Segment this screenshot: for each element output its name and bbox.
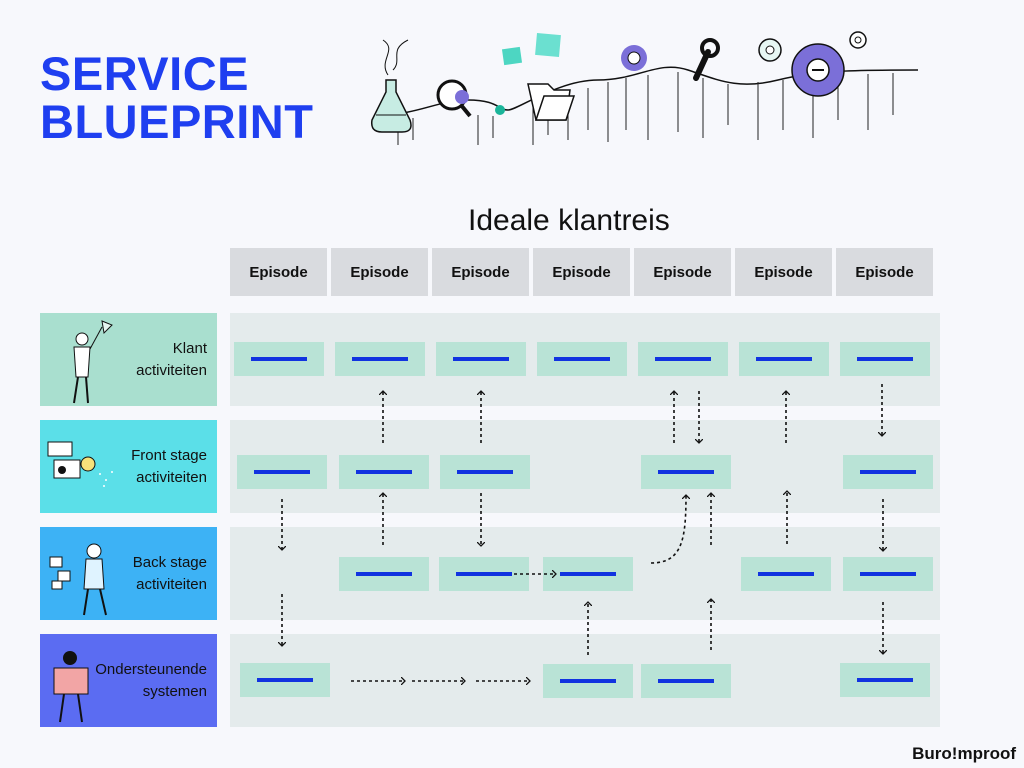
brand-logo: Buro!mproof	[912, 744, 1016, 763]
episode-header: Episode	[533, 248, 630, 296]
card-bar	[658, 679, 714, 683]
card-bar	[254, 470, 310, 474]
activity-card[interactable]	[739, 342, 829, 376]
activity-card[interactable]	[335, 342, 425, 376]
flask-icon	[370, 39, 412, 133]
card-bar	[257, 678, 313, 682]
folder-icon	[527, 83, 576, 121]
episode-header: Episode	[634, 248, 731, 296]
episode-header: Episode	[331, 248, 428, 296]
card-bar	[352, 357, 408, 361]
activity-card[interactable]	[843, 557, 933, 591]
activity-card[interactable]	[339, 557, 429, 591]
lane-label-line1: Back stage	[132, 553, 207, 571]
lane-label-line1: Klant	[172, 339, 207, 357]
activity-card[interactable]	[843, 455, 933, 489]
activity-card[interactable]	[840, 342, 930, 376]
card-bar	[356, 470, 412, 474]
person-with-notes-icon	[49, 543, 107, 616]
card-bar	[453, 357, 509, 361]
card-bar	[857, 357, 913, 361]
card-bar	[251, 357, 307, 361]
lane-label-line2: activiteiten	[136, 575, 207, 593]
episode-header: Episode	[432, 248, 529, 296]
card-bar	[860, 572, 916, 576]
activity-card[interactable]	[237, 455, 327, 489]
person-with-flag-icon	[73, 320, 113, 404]
activity-card[interactable]	[339, 455, 429, 489]
journey-title: Ideale klantreis	[468, 204, 670, 237]
lane-label-klant: Klant activiteiten	[40, 313, 217, 406]
activity-card[interactable]	[641, 455, 731, 489]
activity-card[interactable]	[440, 455, 530, 489]
title-line-1: SERVICE	[40, 47, 249, 100]
sticky-note-icon	[501, 32, 561, 66]
activity-card[interactable]	[537, 342, 627, 376]
title-line-2: BLUEPRINT	[40, 95, 314, 148]
wrench-icon	[693, 38, 720, 81]
activity-card[interactable]	[439, 557, 529, 591]
lane-label-systems: Ondersteunende systemen	[40, 634, 217, 727]
card-bar	[560, 679, 616, 683]
card-bar	[356, 572, 412, 576]
activity-card[interactable]	[234, 342, 324, 376]
activity-card[interactable]	[641, 664, 731, 698]
card-bar	[457, 470, 513, 474]
card-bar	[658, 470, 714, 474]
lane-label-line1: Ondersteunende	[95, 660, 207, 678]
lane-label-front-stage: Front stage activiteiten	[40, 420, 217, 513]
episode-header: Episode	[735, 248, 832, 296]
card-bar	[456, 572, 512, 576]
card-bar	[655, 357, 711, 361]
activity-card[interactable]	[543, 664, 633, 698]
activity-card[interactable]	[436, 342, 526, 376]
person-with-board-icon	[53, 651, 89, 723]
gear-large-icon	[791, 43, 845, 97]
lane-label-line2: systemen	[142, 682, 207, 700]
card-bar	[758, 572, 814, 576]
lane-label-line2: activiteiten	[136, 361, 207, 379]
magnifier-icon	[436, 79, 472, 118]
episode-header: Episode	[836, 248, 933, 296]
lane-label-back-stage: Back stage activiteiten	[40, 527, 217, 620]
page-title: SERVICE BLUEPRINT	[40, 50, 313, 146]
activity-card[interactable]	[638, 342, 728, 376]
activity-card[interactable]	[741, 557, 831, 591]
card-bar	[756, 357, 812, 361]
card-bar	[560, 572, 616, 576]
lane-label-line2: activiteiten	[136, 468, 207, 486]
card-bar	[860, 470, 916, 474]
episode-header: Episode	[230, 248, 327, 296]
lane-background	[230, 420, 940, 513]
header-illustration	[370, 31, 919, 145]
activity-card[interactable]	[840, 663, 930, 697]
card-bar	[857, 678, 913, 682]
activity-card[interactable]	[543, 557, 633, 591]
gear-icon	[621, 45, 647, 71]
chat-lightbulb-icon	[47, 441, 113, 487]
lane-label-line1: Front stage	[131, 446, 207, 464]
activity-card[interactable]	[240, 663, 330, 697]
card-bar	[554, 357, 610, 361]
